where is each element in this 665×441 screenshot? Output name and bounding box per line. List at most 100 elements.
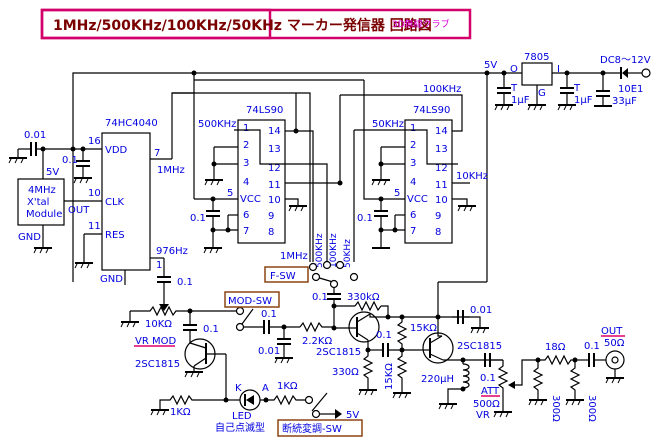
svg-text:5: 5 [394, 188, 400, 199]
svg-text:0.1: 0.1 [312, 292, 328, 303]
svg-text:1MHz: 1MHz [280, 251, 308, 262]
svg-text:7: 7 [243, 226, 249, 237]
ic-74hc4040: 74HC4040 16 VDD 10 CLK 11 RES GND 7 1MHz… [74, 92, 194, 298]
svg-text:12: 12 [435, 163, 448, 174]
fsw-contact-50k[interactable] [349, 272, 359, 282]
out-label: OUT [601, 326, 623, 337]
svg-text:K: K [235, 383, 242, 394]
svg-text:4: 4 [410, 177, 416, 188]
svg-text:500KHz: 500KHz [315, 233, 325, 268]
q1-transistor-icon [348, 311, 380, 343]
ic-74ls90-1: 74LS90 500KHz 1 2 3 4 VCC 5 6 7 14 13 12… [198, 105, 286, 244]
club-name: 3D無線クラブ [392, 18, 450, 30]
svg-text:220μH: 220μH [421, 374, 454, 385]
svg-text:G: G [538, 88, 546, 99]
svg-text:8: 8 [435, 227, 441, 238]
svg-text:10: 10 [88, 188, 101, 199]
led-sw-contact-b[interactable] [311, 409, 321, 419]
svg-text:2: 2 [243, 140, 249, 151]
out-976hz-label: 976Hz [156, 246, 188, 257]
crystal-box [17, 178, 65, 226]
power-supply: 5V O 7805 G I T 1μF T 1μF 33μ [484, 52, 651, 111]
svg-text:X'tal: X'tal [27, 197, 49, 208]
svg-text:Module: Module [26, 209, 62, 220]
svg-text:100KHz: 100KHz [423, 84, 461, 95]
svg-text:14: 14 [268, 126, 281, 137]
svg-text:1: 1 [156, 260, 162, 271]
frequency-switch[interactable]: 500KHz 100KHz 50KHz 1MHz F-SW [264, 233, 359, 289]
modulator: 10KΩ VR MOD 0.1 2SC1815 MOD-SW 0.1 0 [120, 291, 363, 437]
svg-text:5V: 5V [346, 410, 359, 421]
svg-text:6: 6 [243, 210, 249, 221]
led-sw-contact-a[interactable] [304, 395, 314, 405]
ic-74ls90-2: 74LS90 100KHz 50KHz 1 2 3 4 VCC 5 6 7 14… [372, 84, 488, 244]
svg-text:0.01: 0.01 [470, 305, 492, 316]
svg-text:1: 1 [243, 123, 249, 134]
svg-text:1: 1 [410, 123, 416, 134]
svg-text:1μF: 1μF [574, 95, 593, 106]
fsw-contact-1mhz[interactable] [308, 262, 318, 272]
svg-text:VCC: VCC [407, 194, 428, 205]
crystal-module: 0.01 5V 4MHz X'tal Module OUT GND 0.1 [8, 130, 102, 254]
inductor-icon [462, 363, 470, 389]
svg-text:12: 12 [268, 163, 281, 174]
svg-text:7: 7 [410, 226, 416, 237]
svg-text:2SC1815: 2SC1815 [316, 347, 361, 358]
led-sw-label-box [277, 419, 363, 437]
svg-text:50KHz: 50KHz [343, 239, 353, 268]
mod-sw-contact-a[interactable] [235, 306, 245, 316]
svg-text:RES: RES [105, 230, 125, 241]
svg-text:CLK: CLK [105, 197, 125, 208]
title-banner: 1MHz/500KHz/100KHz/50KHz マーカー発信器 回路図 3D無… [40, 8, 450, 40]
svg-text:I: I [557, 64, 560, 75]
svg-text:13: 13 [268, 144, 281, 155]
svg-text:OUT: OUT [68, 205, 90, 216]
svg-text:2SC1815: 2SC1815 [135, 359, 180, 370]
vout-label: 5V [484, 60, 497, 71]
vr-mod-label: VR MOD [135, 336, 176, 347]
svg-text:330kΩ: 330kΩ [347, 292, 380, 303]
svg-text:9: 9 [268, 211, 274, 222]
mod-sw-contact-b[interactable] [235, 322, 245, 332]
svg-text:15KΩ: 15KΩ [410, 323, 437, 334]
dc-input-terminal [641, 68, 651, 78]
mod-switch-lever[interactable] [241, 308, 254, 325]
svg-text:0.1: 0.1 [190, 213, 206, 224]
svg-text:4: 4 [243, 177, 249, 188]
svg-text:3: 3 [410, 158, 416, 169]
svg-text:50KHz: 50KHz [372, 119, 404, 130]
svg-text:4MHz: 4MHz [28, 185, 56, 196]
svg-text:300Ω: 300Ω [586, 395, 597, 422]
svg-text:T: T [573, 83, 581, 94]
svg-text:0.1: 0.1 [376, 330, 392, 341]
svg-text:1KΩ: 1KΩ [170, 407, 191, 418]
svg-text:LED: LED [232, 411, 252, 422]
svg-text:11: 11 [268, 180, 281, 191]
svg-text:10: 10 [268, 195, 281, 206]
svg-text:50Ω: 50Ω [604, 338, 625, 349]
led-switch-lever[interactable] [311, 392, 328, 412]
svg-text:15KΩ: 15KΩ [384, 363, 395, 390]
ic-74hc4040-label: 74HC4040 [105, 118, 158, 129]
fsw-label-box [264, 266, 309, 283]
ic-74ls90-2-label: 74LS90 [413, 105, 450, 116]
svg-text:9: 9 [435, 211, 441, 222]
svg-text:GND: GND [18, 232, 41, 243]
fsw-contact-500k[interactable] [322, 260, 332, 270]
fsw-contact-100k[interactable] [335, 260, 345, 270]
svg-text:1μF: 1μF [511, 95, 530, 106]
svg-text:0.1: 0.1 [177, 277, 193, 288]
amplifier: 0.1 330kΩ 2SC1815 0.1 330Ω 15KΩ 15KΩ [312, 288, 503, 410]
svg-text:330Ω: 330Ω [332, 367, 359, 378]
svg-text:1KΩ: 1KΩ [277, 381, 298, 392]
svg-text:18Ω: 18Ω [545, 342, 566, 353]
svg-text:8: 8 [268, 227, 274, 238]
svg-text:11: 11 [435, 180, 448, 191]
svg-text:O: O [510, 64, 518, 75]
svg-text:2: 2 [410, 140, 416, 151]
svg-text:300Ω: 300Ω [550, 395, 561, 422]
mod-sw-label: MOD-SW [228, 296, 272, 307]
svg-text:0.1: 0.1 [584, 341, 600, 352]
svg-text:A: A [262, 383, 269, 394]
